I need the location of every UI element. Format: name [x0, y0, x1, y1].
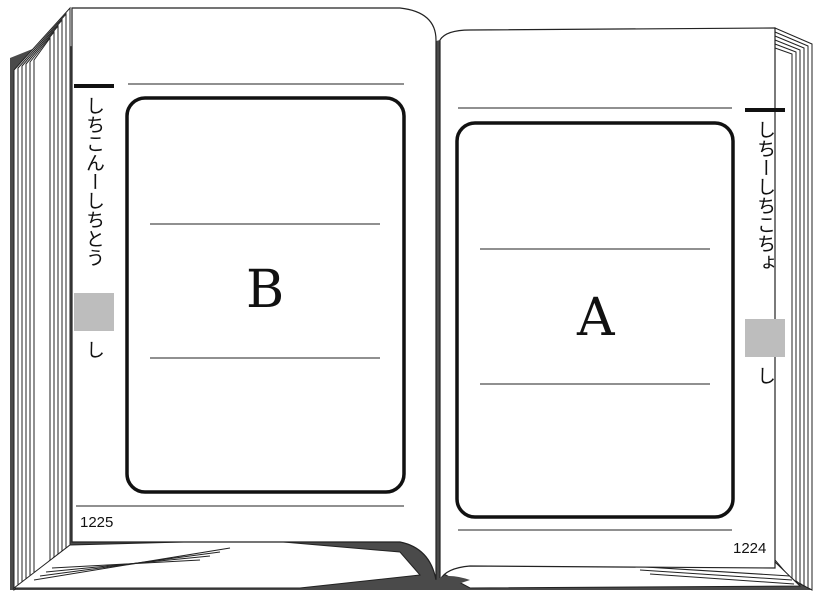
- left-index-kana: し: [84, 340, 103, 359]
- box-a-letter: A: [577, 292, 615, 344]
- right-page-number: 1224: [733, 540, 766, 557]
- left-page-edges: [14, 8, 70, 590]
- left-page-number: 1225: [80, 514, 113, 531]
- right-index-tab-bar: [745, 108, 785, 112]
- left-gray-tab: [74, 293, 114, 331]
- right-index-kana: し: [755, 366, 774, 385]
- right-index-heading: しちーしちこちょ: [755, 120, 774, 272]
- box-b-letter: B: [246, 264, 284, 316]
- left-index-tab-bar: [74, 84, 114, 88]
- left-index-heading: しちこんーしちとう: [84, 96, 103, 267]
- right-page-edges: [775, 28, 812, 590]
- right-gray-tab: [745, 319, 785, 357]
